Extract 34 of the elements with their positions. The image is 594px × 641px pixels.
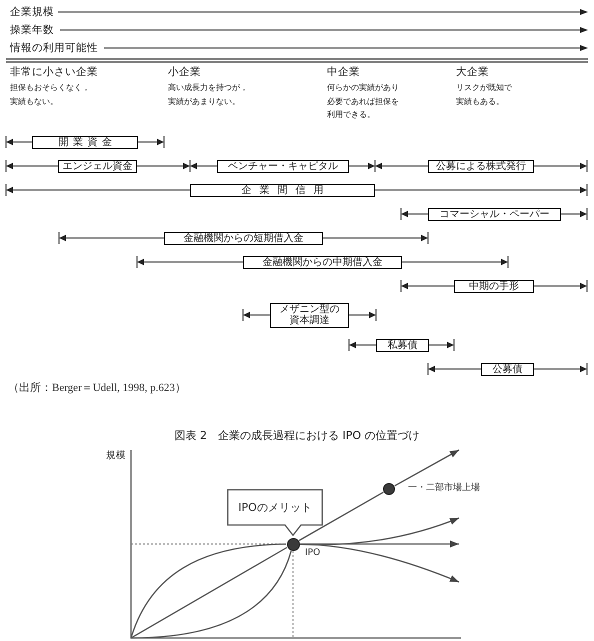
column-heading: 中企業	[327, 66, 360, 78]
line	[298, 492, 384, 542]
column-heading: 大企業	[456, 66, 489, 78]
text-box: 金融機関からの短期借入金	[164, 232, 323, 244]
arrow-label: 操業年数	[10, 24, 54, 36]
column-heading: 小企業	[168, 66, 201, 78]
arrow-label: 情報の利用可能性	[10, 42, 98, 54]
description-text: 何らかの実績があり必要であれば担保を利用できる。	[327, 82, 400, 122]
callout-bubble: IPOのメリット	[227, 489, 323, 536]
text-box: エンジェル資金	[58, 160, 137, 172]
dot-marker	[383, 483, 395, 495]
text-box: 公募による株式発行	[428, 160, 534, 172]
description-text: 担保もおそらくなく，実績もない。	[10, 82, 91, 108]
description-text: 高い成長力を持つが，実績があまりない。	[168, 82, 249, 108]
axis-label: 規模	[106, 450, 126, 462]
text-box: 金融機関からの中期借入金	[243, 256, 402, 268]
text-box: 企業間信用	[190, 184, 375, 196]
arrow-label: 企業規模	[10, 6, 54, 18]
column-heading: 非常に小さい企業	[10, 66, 98, 78]
text-box: 中期の手形	[454, 280, 534, 292]
arrow	[300, 543, 460, 583]
dot-label: 一・二部市場上場	[408, 482, 480, 494]
description-text: リスクが既知で実績もある。	[456, 82, 513, 108]
text-box: 私募債	[376, 338, 429, 352]
dot-marker	[286, 538, 300, 550]
text-box: 公募債	[481, 362, 534, 376]
dot-label: IPO	[305, 548, 320, 558]
figure-title: 図表 2 企業の成長過程における IPO の位置づけ	[174, 429, 420, 442]
arrow	[394, 449, 460, 486]
text-box: コマーシャル・ペーパー	[428, 208, 561, 220]
text-box: ベンチャー・キャピタル	[217, 160, 349, 172]
text-box: メザニン型の資本調達	[270, 302, 349, 328]
source-note: （出所：Berger＝Udell, 1998, p.623）	[8, 382, 186, 395]
text-box: 開業資金	[32, 136, 138, 148]
